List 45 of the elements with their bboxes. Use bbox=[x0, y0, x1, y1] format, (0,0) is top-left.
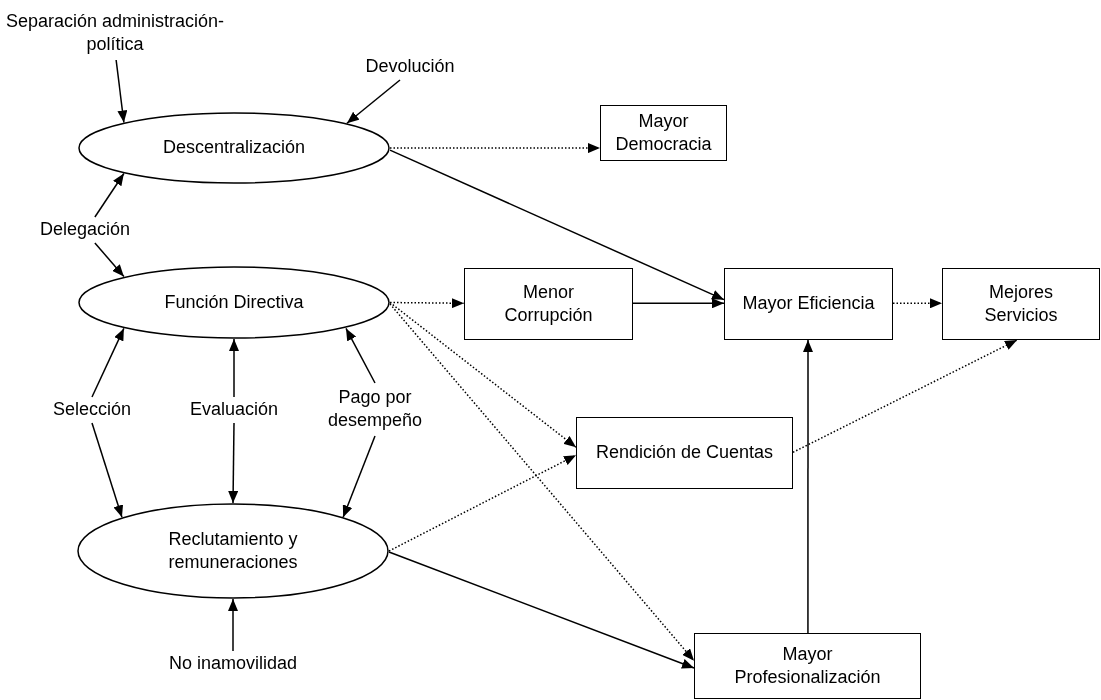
arrow bbox=[91, 422, 124, 519]
outcome-box bbox=[576, 417, 793, 489]
arrow bbox=[346, 79, 401, 124]
node-label: Mayor Eficiencia bbox=[741, 292, 876, 316]
ellipse-node bbox=[78, 266, 390, 339]
arrow bbox=[228, 422, 239, 504]
outcome-box bbox=[942, 268, 1100, 340]
factor-label: Delegación bbox=[30, 218, 140, 242]
arrow bbox=[94, 242, 125, 278]
arrow bbox=[345, 327, 376, 384]
arrow bbox=[632, 298, 725, 309]
outcome-box bbox=[600, 105, 727, 161]
arrow bbox=[94, 172, 125, 218]
ellipse-node bbox=[77, 503, 389, 599]
arrow bbox=[389, 149, 725, 301]
node-label: Reclutamiento y remuneraciones bbox=[167, 527, 299, 574]
outcome-box bbox=[694, 633, 921, 699]
outcome-box bbox=[464, 268, 633, 340]
node-label: Mayor Democracia bbox=[614, 109, 713, 156]
arrow bbox=[388, 454, 577, 552]
factor-label: Separación administración-política bbox=[0, 8, 230, 58]
arrow bbox=[115, 59, 128, 124]
ellipse-node bbox=[78, 112, 390, 184]
node-label: Descentralización bbox=[161, 136, 307, 160]
arrow bbox=[389, 301, 577, 448]
node-label: Rendición de Cuentas bbox=[594, 441, 775, 465]
node-label: Función Directiva bbox=[163, 290, 305, 314]
arrow bbox=[892, 298, 943, 309]
factor-label: No inamovilidad bbox=[163, 652, 303, 676]
factor-label: Evaluación bbox=[182, 398, 286, 422]
arrow bbox=[388, 551, 695, 669]
arrow bbox=[342, 435, 376, 519]
node-label: Menor Corrupción bbox=[503, 280, 594, 327]
arrow bbox=[229, 338, 239, 398]
factor-label: Devolución bbox=[360, 55, 460, 79]
arrow bbox=[228, 598, 238, 652]
arrow bbox=[91, 327, 125, 398]
node-label: Mayor Profesionalización bbox=[733, 642, 882, 689]
factor-label: Pago por desempeño bbox=[315, 384, 435, 434]
arrow bbox=[389, 303, 695, 662]
outcome-box bbox=[724, 268, 893, 340]
node-label: Mejores Servicios bbox=[983, 280, 1059, 327]
factor-label: Selección bbox=[40, 398, 144, 422]
arrow bbox=[792, 339, 1018, 454]
arrow bbox=[803, 339, 813, 634]
